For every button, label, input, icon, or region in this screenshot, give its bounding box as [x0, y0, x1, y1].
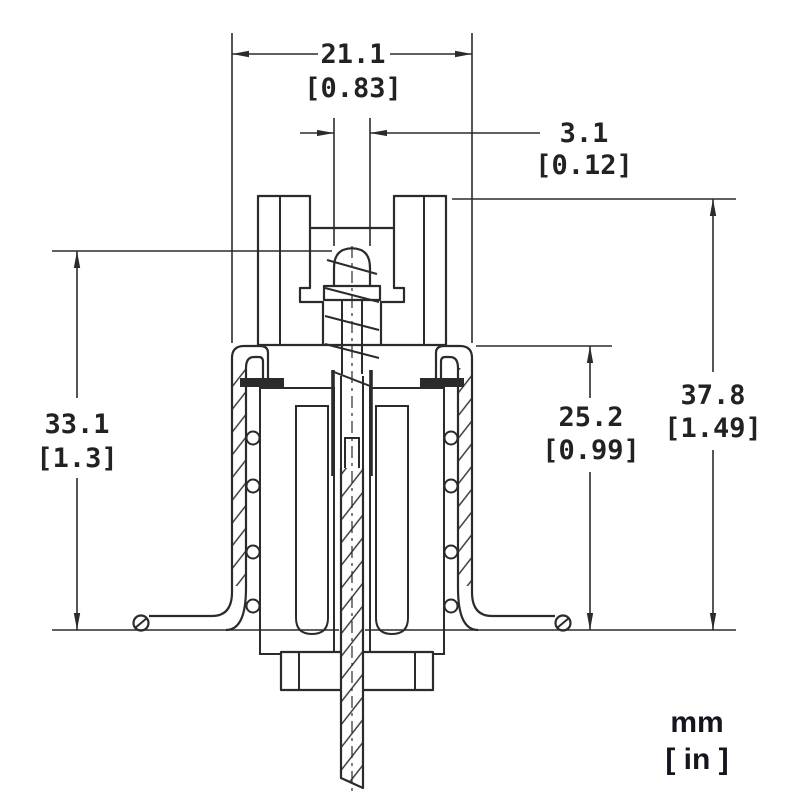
units-secondary: [ in ] — [665, 743, 728, 776]
arrow-down-icon — [73, 613, 81, 630]
dimension-top-width: 21.1 [0.83] — [231, 33, 473, 343]
dim-plunger-width-inch: [0.12] — [535, 150, 633, 181]
dimension-mid-height: 25.2 [0.99] — [476, 345, 640, 630]
shell-wall-hatch-right — [459, 368, 471, 586]
dim-right-height-mm: 37.8 — [680, 380, 745, 411]
dim-right-height-inch: [1.49] — [664, 413, 762, 444]
lower-block-left — [259, 387, 335, 655]
shell-right-wall — [434, 344, 572, 632]
dim-top-width-mm: 21.1 — [320, 39, 385, 70]
dim-left-height-mm: 33.1 — [44, 409, 109, 440]
arrow-down-icon — [709, 613, 717, 630]
dimension-left-height: 33.1 [1.3] — [36, 250, 332, 630]
dimension-plunger-width: 3.1 [0.12] — [300, 118, 633, 246]
shell-flange-bar-right — [420, 378, 464, 387]
arrow-right-icon — [455, 50, 472, 58]
units-primary: mm — [670, 706, 723, 739]
units-legend: mm [ in ] — [665, 706, 728, 776]
dim-mid-height-inch: [0.99] — [542, 435, 640, 466]
arrow-up-icon — [73, 251, 81, 268]
arrow-down-icon — [586, 613, 594, 630]
arrow-right-icon — [317, 129, 334, 137]
dim-mid-height-mm: 25.2 — [558, 402, 623, 433]
dim-top-width-inch: [0.83] — [304, 73, 402, 104]
dimensions: 21.1 [0.83] 3.1 [0.12] 33.1 [1.3] — [36, 33, 762, 631]
contact-pin — [339, 246, 365, 794]
spring-coils — [245, 430, 459, 614]
arrow-up-icon — [709, 199, 717, 216]
arrow-up-icon — [586, 346, 594, 363]
shell-wall-hatch-left — [233, 368, 245, 586]
dim-plunger-width-mm: 3.1 — [560, 118, 609, 149]
shell-flange-bar-left — [240, 378, 284, 387]
upper-housing — [256, 194, 448, 347]
dim-left-height-inch: [1.3] — [36, 443, 117, 474]
lower-block-right — [369, 387, 445, 655]
dimension-right-height: 37.8 [1.49] — [452, 198, 762, 630]
arrow-left-icon — [232, 50, 249, 58]
